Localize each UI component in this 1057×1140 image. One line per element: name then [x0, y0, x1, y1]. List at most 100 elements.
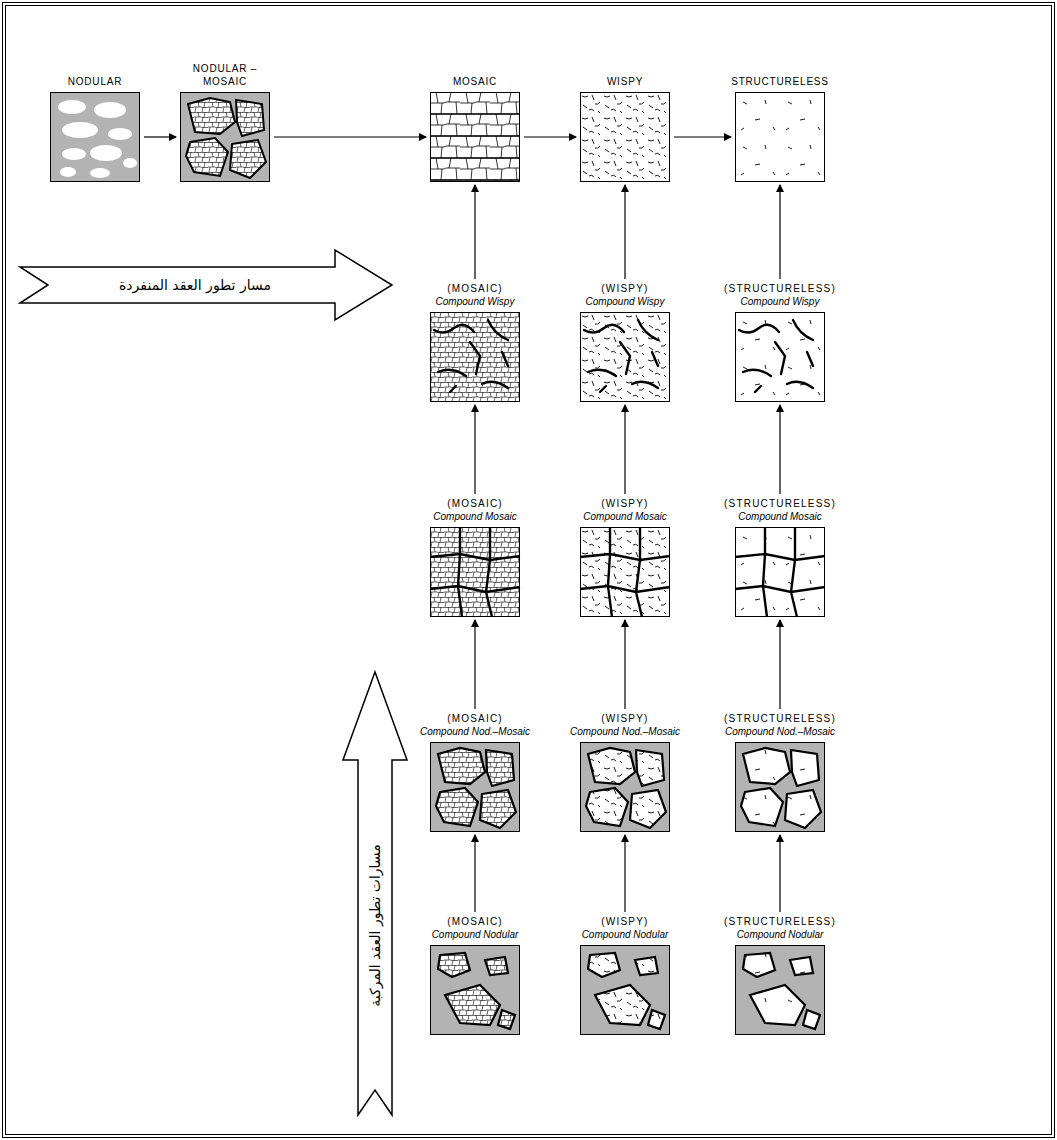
compound-type: Compound Wispy — [410, 295, 540, 308]
matrix — [735, 742, 825, 832]
texture-name: NODULAR – MOSAIC — [173, 63, 277, 88]
nodule — [62, 148, 86, 160]
nodule — [62, 122, 98, 138]
panel-square — [735, 945, 825, 1035]
evolution-arrow — [674, 136, 731, 137]
structureless-texture — [735, 92, 825, 182]
texture-panel: (STRUCTURELESS)Compound Wispy — [715, 282, 845, 402]
texture-class: (MOSAIC) — [410, 497, 540, 510]
texture-class: (MOSAIC) — [410, 712, 540, 725]
evolution-arrow — [474, 835, 475, 912]
panel-square — [580, 527, 670, 617]
compound-nod-mosaic-mosaic — [430, 742, 520, 832]
evolution-arrow — [524, 136, 576, 137]
panel-heading: (WISPY)Compound Nodular — [560, 915, 690, 941]
panel-heading: WISPY — [573, 76, 677, 89]
nodule — [90, 168, 110, 178]
texture-panel: (WISPY)Compound Nod.–Mosaic — [560, 712, 690, 832]
compound-type: Compound Nodular — [410, 928, 540, 941]
panel-square — [580, 945, 670, 1035]
panel-heading: (STRUCTURELESS)Compound Nod.–Mosaic — [715, 712, 845, 738]
nodule — [90, 145, 122, 161]
panel-square — [580, 312, 670, 402]
path-label: مسار تطور العقد المنفردة — [117, 277, 273, 294]
texture-class: (STRUCTURELESS) — [715, 282, 845, 295]
texture-panel: (STRUCTURELESS)Compound Nodular — [715, 915, 845, 1035]
panel-heading: (STRUCTURELESS)Compound Wispy — [715, 282, 845, 308]
texture-name: MOSAIC — [423, 76, 527, 89]
panel-square — [735, 527, 825, 617]
panel-heading: NODULAR – MOSAIC — [173, 63, 277, 88]
texture-name: STRUCTURELESS — [728, 76, 832, 89]
evolution-arrow — [779, 405, 780, 494]
texture-class: (WISPY) — [560, 497, 690, 510]
compound-type: Compound Nod.–Mosaic — [715, 725, 845, 738]
compound-type: Compound Mosaic — [715, 510, 845, 523]
texture-class: (WISPY) — [560, 282, 690, 295]
panel-heading: (WISPY)Compound Nod.–Mosaic — [560, 712, 690, 738]
texture-panel: (STRUCTURELESS)Compound Nod.–Mosaic — [715, 712, 845, 832]
compound-nod-mosaic-structureless — [735, 742, 825, 832]
texture-panel: NODULAR — [43, 76, 147, 183]
panel-heading: (MOSAIC)Compound Nod.–Mosaic — [410, 712, 540, 738]
panel-square — [580, 92, 670, 182]
panel-heading: (STRUCTURELESS)Compound Mosaic — [715, 497, 845, 523]
compound-type: Compound Nod.–Mosaic — [410, 725, 540, 738]
compound-mosaic-structureless — [735, 527, 825, 617]
mosaic-fill — [430, 92, 520, 182]
evolution-arrow — [474, 620, 475, 709]
wispy-fill — [580, 312, 670, 402]
evolution-arrow — [624, 835, 625, 912]
panel-square — [430, 92, 520, 182]
panel-heading: STRUCTURELESS — [728, 76, 832, 89]
matrix — [50, 92, 140, 182]
nodule — [94, 102, 126, 118]
evolution-arrow — [144, 136, 176, 137]
texture-class: (WISPY) — [560, 712, 690, 725]
compound-wispy-structureless — [735, 312, 825, 402]
evolution-arrow — [624, 405, 625, 494]
wispy-texture — [580, 92, 670, 182]
texture-panel: STRUCTURELESS — [728, 76, 832, 183]
panel-square — [430, 945, 520, 1035]
panel-heading: MOSAIC — [423, 76, 527, 89]
compound-nodule — [438, 953, 515, 1029]
texture-class: (MOSAIC) — [410, 915, 540, 928]
texture-class: (WISPY) — [560, 915, 690, 928]
compound-type: Compound Wispy — [715, 295, 845, 308]
mosaic-texture — [430, 92, 520, 182]
evolution-arrow — [274, 136, 426, 137]
nodule — [60, 167, 76, 177]
texture-panel: (WISPY)Compound Nodular — [560, 915, 690, 1035]
compound-nodular-mosaic — [430, 945, 520, 1035]
matrix — [580, 742, 670, 832]
structureless-fill — [735, 92, 825, 182]
evolution-arrow — [779, 835, 780, 912]
compound-nodular-wispy — [580, 945, 670, 1035]
matrix — [735, 945, 825, 1035]
compound-wispy-wispy — [580, 312, 670, 402]
compound-type: Compound Mosaic — [410, 510, 540, 523]
panel-square — [735, 312, 825, 402]
texture-panel: MOSAIC — [423, 76, 527, 183]
texture-panel: (STRUCTURELESS)Compound Mosaic — [715, 497, 845, 617]
texture-class: (STRUCTURELESS) — [715, 497, 845, 510]
compound-nodule — [743, 953, 820, 1029]
thick-wisps — [739, 320, 813, 392]
texture-panel: (MOSAIC)Compound Wispy — [410, 282, 540, 402]
compound-wispy-mosaic — [430, 312, 520, 402]
compound-nodule — [586, 748, 666, 828]
texture-panel: (MOSAIC)Compound Nod.–Mosaic — [410, 712, 540, 832]
thick-network — [580, 527, 670, 617]
panel-square — [735, 742, 825, 832]
panel-square — [430, 527, 520, 617]
panel-square — [580, 742, 670, 832]
panel-heading: (WISPY)Compound Mosaic — [560, 497, 690, 523]
path-label: مسارات تطور العقد المركبة — [367, 842, 384, 1009]
panel-heading: (MOSAIC)Compound Wispy — [410, 282, 540, 308]
compound-nod-mosaic-wispy — [580, 742, 670, 832]
wispy-fill — [580, 92, 670, 182]
panel-heading: (MOSAIC)Compound Mosaic — [410, 497, 540, 523]
